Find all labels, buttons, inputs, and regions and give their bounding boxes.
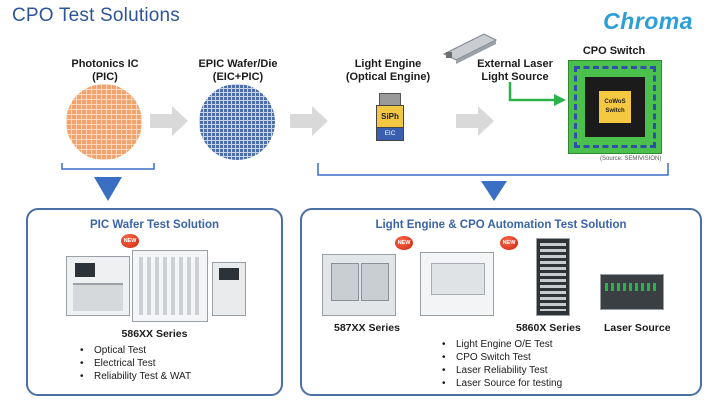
product-label-5860x: 5860X Series — [516, 322, 581, 334]
page-title: CPO Test Solutions — [12, 5, 180, 26]
automation-handler-image — [322, 254, 396, 316]
5860x-rack-image — [536, 238, 570, 316]
left-series-label: 586XX Series — [121, 328, 188, 340]
product-label-laser-source: Laser Source — [604, 322, 671, 334]
prober-base — [73, 283, 123, 311]
pic-wafer-test-panel: PIC Wafer Test Solution NEW 586XX Series… — [26, 208, 283, 396]
handler-door-left — [331, 263, 359, 301]
light-engine-bracket — [317, 163, 669, 201]
external-laser-line1: External Laser — [477, 58, 553, 70]
siph-chip: SiPh — [376, 105, 404, 129]
right-bullet-item: Laser Reliability Test — [442, 364, 562, 377]
laser-to-switch-arrow — [508, 82, 566, 106]
cpo-switch-image: CoWoS Switch — [568, 60, 662, 154]
cowos-switch-chip: CoWoS Switch — [599, 91, 631, 123]
rack-grille — [139, 257, 201, 315]
tester-window — [431, 263, 485, 295]
stage-epic-line1: EPIC Wafer/Die — [198, 58, 278, 70]
eic-chip: EIC — [376, 127, 404, 141]
cart-monitor — [219, 268, 239, 280]
stage-light-engine-label: Light Engine (Optical Engine) — [340, 58, 436, 84]
right-panel-title: Light Engine & CPO Automation Test Solut… — [375, 219, 627, 231]
cpo-switch-label: CPO Switch — [582, 45, 646, 57]
flow-arrow-3 — [456, 106, 494, 136]
new-badge: NEW — [395, 236, 413, 250]
external-laser-module-image — [442, 33, 498, 64]
cpo-optical-ring — [574, 66, 656, 148]
light-engine-test-panel: Light Engine & CPO Automation Test Solut… — [300, 208, 702, 396]
right-bullet-item: Laser Source for testing — [442, 377, 562, 390]
brand-logo: Chroma — [603, 8, 693, 34]
stage-epic-line2: (EIC+PIC) — [212, 71, 264, 83]
handler-door-right — [361, 263, 389, 301]
test-rack-image — [132, 250, 208, 322]
epic-wafer-image — [199, 84, 275, 160]
cpo-tester-image — [420, 252, 494, 316]
flow-arrow-1 — [150, 106, 188, 136]
prober-monitor — [75, 263, 95, 277]
tester-cart-image — [212, 262, 246, 316]
right-bullet-item: Light Engine O/E Test — [442, 338, 562, 351]
pic-bracket — [61, 163, 155, 201]
stage-light-engine-line2: (Optical Engine) — [345, 71, 431, 83]
wafer-prober-image — [66, 256, 130, 316]
new-badge: NEW — [500, 236, 518, 250]
rack-slots — [540, 243, 566, 311]
flow-arrow-2 — [290, 106, 328, 136]
stage-pic-label: Photonics IC (PIC) — [62, 58, 148, 84]
stage-light-engine-line1: Light Engine — [354, 58, 422, 70]
left-panel-title: PIC Wafer Test Solution — [89, 219, 220, 231]
cowos-chip-line1: CoWoS — [604, 99, 626, 105]
laser-source-image — [600, 274, 664, 310]
stage-epic-label: EPIC Wafer/Die (EIC+PIC) — [188, 58, 288, 84]
external-laser-label: External Laser Light Source — [472, 58, 558, 84]
new-badge: NEW — [121, 234, 139, 248]
left-bullet-item: Electrical Test — [80, 357, 191, 370]
external-laser-line2: Light Source — [481, 71, 549, 83]
stage-pic-line2: (PIC) — [92, 71, 118, 83]
left-bullet-list: Optical Test Electrical Test Reliability… — [80, 344, 191, 383]
laser-ports — [605, 283, 659, 291]
stage-pic-line1: Photonics IC — [71, 58, 139, 70]
right-bullet-list: Light Engine O/E Test CPO Switch Test La… — [442, 338, 562, 390]
left-bullet-item: Reliability Test & WAT — [80, 370, 191, 383]
product-label-587xx: 587XX Series — [334, 322, 400, 334]
pic-wafer-image — [66, 84, 142, 160]
cowos-chip-line2: Switch — [605, 108, 625, 114]
right-bullet-item: CPO Switch Test — [442, 351, 562, 364]
image-source-note: (Source: SEMIVISION) — [600, 156, 662, 162]
left-bullet-item: Optical Test — [80, 344, 191, 357]
